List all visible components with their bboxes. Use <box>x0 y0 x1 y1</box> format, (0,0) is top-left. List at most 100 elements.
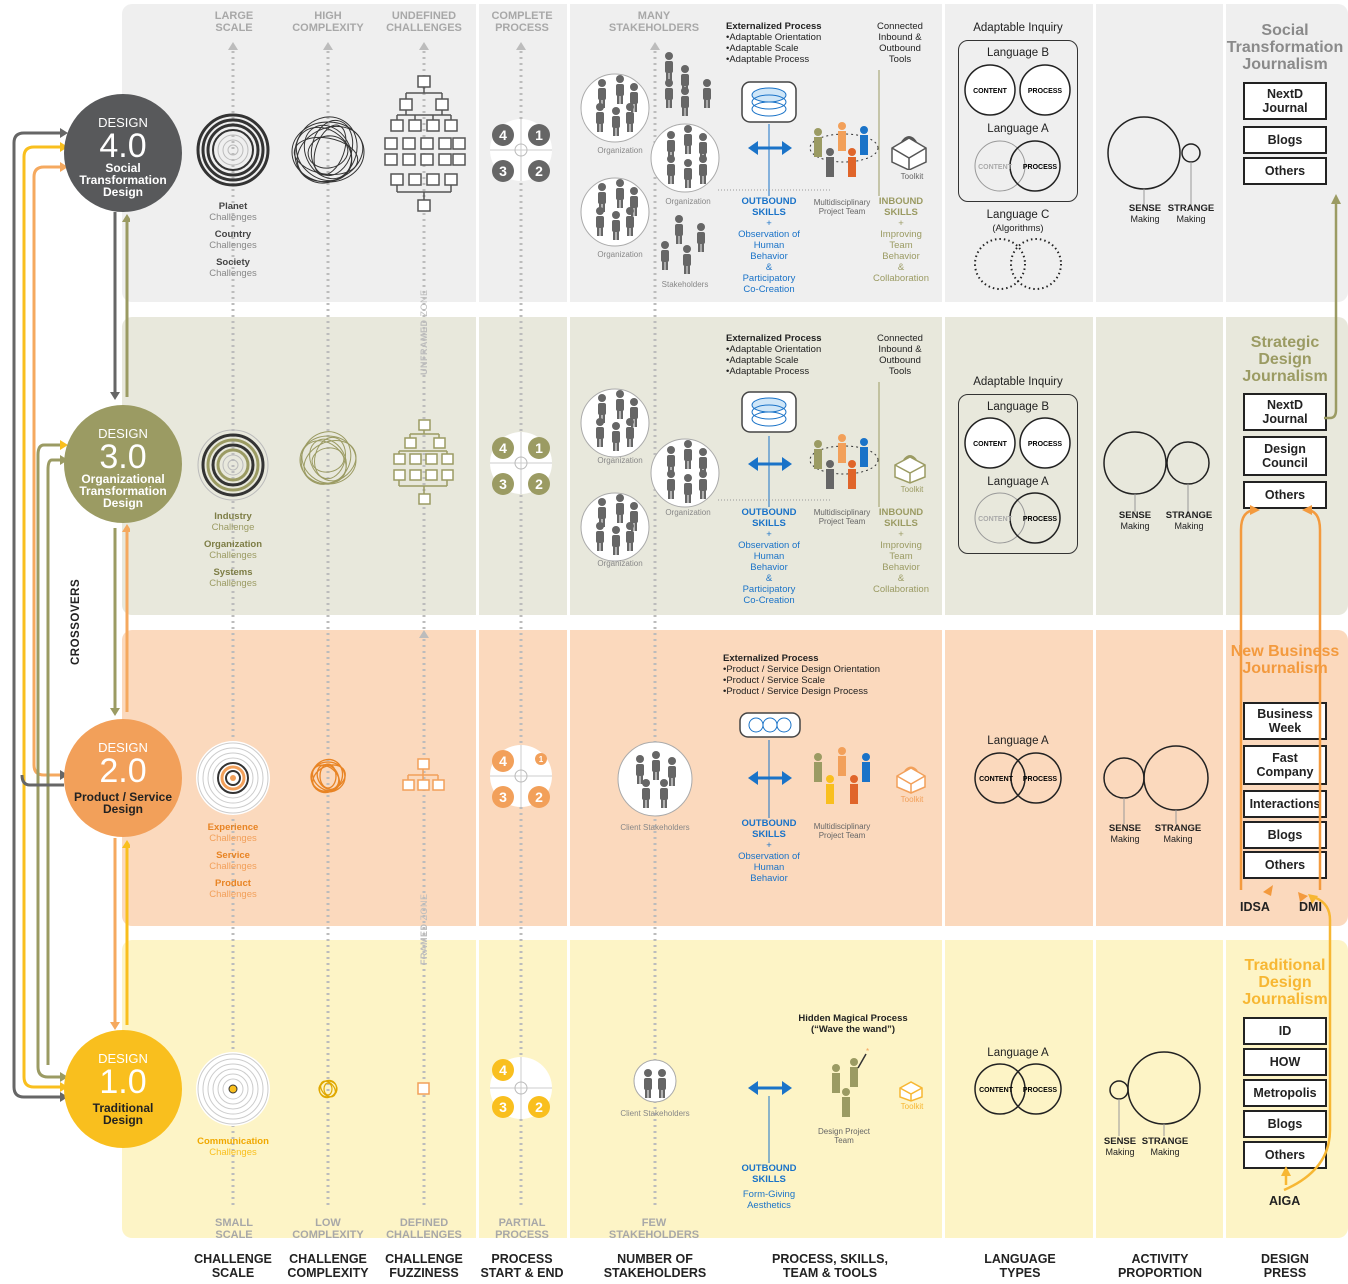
svg-text:PROCESS: PROCESS <box>1023 776 1058 783</box>
svg-text:1: 1 <box>539 755 544 764</box>
crossover-arrows <box>12 128 130 1102</box>
press-item-nextd-journal: NextD Journal <box>1243 82 1327 120</box>
scale-target-2 <box>196 741 270 815</box>
complexity-scribble-1 <box>318 1079 338 1099</box>
fuzziness-tree-1 <box>417 1082 430 1095</box>
svg-text:CONTENT: CONTENT <box>979 1087 1014 1094</box>
svg-text:CONTENT: CONTENT <box>973 441 1008 448</box>
language-a-circles-1: CONTENT PROCESS <box>974 1063 1062 1115</box>
toolkit-label-4: Toolkit <box>900 172 924 181</box>
language-a-circles-2: CONTENT PROCESS <box>974 752 1062 804</box>
process-box-icon-2 <box>739 712 801 738</box>
svg-text:CONTENT: CONTENT <box>978 516 1013 523</box>
svg-text:CONTENT: CONTENT <box>978 164 1013 171</box>
externalized-process-4: Externalized Process •Adaptable Orientat… <box>726 21 822 65</box>
column-divider <box>476 4 479 1240</box>
press-item-others: Others <box>1243 851 1327 879</box>
org-label: Organization <box>597 456 643 465</box>
bidirectional-arrow-icon <box>748 457 792 471</box>
crossovers-label: CROSSOVERS <box>70 578 82 665</box>
fuzziness-tree-2 <box>402 758 445 791</box>
hidden-process-1: Hidden Magical Process(“Wave the wand”) <box>798 1013 908 1035</box>
language-c-circles <box>974 238 1062 290</box>
externalized-process-2: Externalized Process •Product / Service … <box>723 653 880 697</box>
team-icon-4 <box>809 122 879 177</box>
press-title-1: Traditional Design Journalism <box>1242 957 1328 1008</box>
scale-target-1 <box>196 1052 270 1126</box>
svg-text:2: 2 <box>535 163 543 179</box>
bidirectional-arrow-icon <box>748 1081 792 1095</box>
client-stakeholders-label: Client Stakeholders <box>620 1109 690 1118</box>
toolkit-label-2: Toolkit <box>900 795 924 804</box>
outbound-skills-4: OUTBOUND SKILLS+Observation of Human Beh… <box>738 196 800 295</box>
press-arrows <box>1239 194 1341 1192</box>
press-item-blogs: Blogs <box>1243 126 1327 154</box>
source-aiga: AIGA <box>1269 1194 1301 1208</box>
scale-target-3 <box>197 429 269 501</box>
svg-text:CONTENT: CONTENT <box>979 776 1014 783</box>
stakeholders-group-1 <box>633 1059 677 1103</box>
axis-process-skills-team-tools: PROCESS, SKILLS,TEAM & TOOLS <box>772 1252 888 1280</box>
band-design-3 <box>122 317 1348 615</box>
svg-text:3: 3 <box>499 789 507 805</box>
language-a-label: Language A <box>987 123 1049 135</box>
client-stakeholders-label: Client Stakeholders <box>620 823 690 832</box>
org-label: Organization <box>597 146 643 155</box>
toolkit-icon-3 <box>894 455 926 484</box>
svg-text:4: 4 <box>499 753 507 769</box>
svg-text:PROCESS: PROCESS <box>1028 441 1063 448</box>
svg-text:2: 2 <box>535 476 543 492</box>
complexity-scribble-2 <box>310 758 346 794</box>
column-divider <box>1093 4 1096 1240</box>
press-item-metropolis: Metropolis <box>1243 1079 1327 1107</box>
source-idsa: IDSA <box>1240 900 1270 914</box>
svg-text:4: 4 <box>499 127 507 143</box>
svg-text:PROCESS: PROCESS <box>1023 164 1058 171</box>
adaptable-inquiry-4: Adaptable Inquiry <box>973 22 1063 34</box>
column-divider <box>942 4 945 1240</box>
press-title-2: New Business Journalism <box>1230 643 1340 677</box>
language-box-4 <box>958 40 1078 202</box>
org-label: Organization <box>665 508 711 517</box>
design-team-label: Design Project Team <box>817 1127 871 1145</box>
svg-text:*: * <box>866 1047 869 1056</box>
svg-text:3: 3 <box>499 476 507 492</box>
toolkit-icon-1 <box>899 1081 923 1102</box>
connected-tools-4: Connected Inbound & Outbound Tools <box>877 21 923 65</box>
toolkit-icon-2 <box>896 766 926 794</box>
externalized-process-3: Externalized Process •Adaptable Orientat… <box>726 333 822 377</box>
press-item-interactions: Interactions <box>1243 790 1327 818</box>
toolkit-label-3: Toolkit <box>900 485 924 494</box>
process-connector-lines <box>718 70 880 1163</box>
fuzziness-tree-3 <box>393 419 454 505</box>
column-divider <box>567 4 570 1240</box>
language-a-label: Language A <box>987 476 1049 488</box>
language-box-3 <box>958 394 1078 554</box>
press-item-blogs: Blogs <box>1243 821 1327 849</box>
process-box-icon <box>741 391 797 433</box>
bidirectional-arrow-icon <box>748 771 792 785</box>
press-item-business-week: Business Week <box>1243 702 1327 740</box>
band-design-1 <box>122 940 1348 1238</box>
